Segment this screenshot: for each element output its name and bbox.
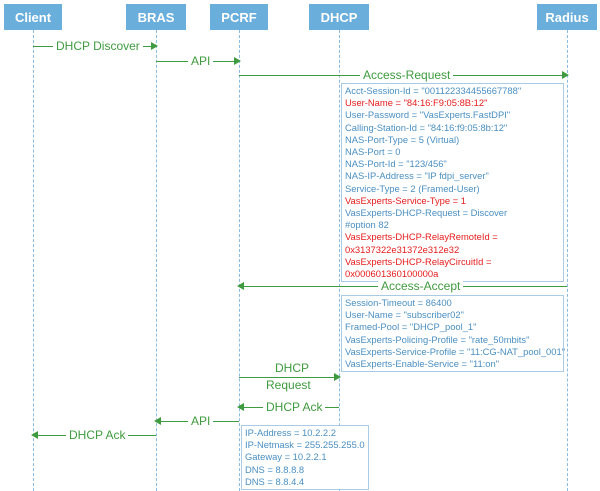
request-attr: NAS-Port-Type = 5 (Virtual) xyxy=(345,133,460,145)
lifeline-bras xyxy=(156,30,157,491)
accept-attr: VasExperts-Policing-Profile = "rate_50mb… xyxy=(345,333,530,345)
label-access-request: Access-Request xyxy=(360,68,454,82)
actor-bras: BRAS xyxy=(126,4,186,30)
accept-attr: User-Name = "subscriber02" xyxy=(345,309,464,321)
request-attr: NAS-IP-Address = "IP fdpi_server" xyxy=(345,170,489,182)
label-dhcp-discover: DHCP Discover xyxy=(53,39,143,53)
request-attr: User-Name = "84:16:F9:05:8B:12" xyxy=(345,97,488,109)
label-api-1: API xyxy=(188,54,214,68)
ack-detail: DNS = 8.8.8.8 xyxy=(245,463,305,475)
request-attr: 0x3137322e31372e312e32 xyxy=(345,243,460,255)
ack-detail: IP-Netmask = 255.255.255.0 xyxy=(245,439,365,451)
request-attr: Acct-Session-Id = "001122334455667788" xyxy=(345,85,522,96)
access-accept-attributes-box: Session-Timeout = 86400 User-Name = "sub… xyxy=(341,295,566,373)
actor-radius: Radius xyxy=(537,4,597,30)
lifeline-client xyxy=(33,30,34,491)
ack-detail: IP-Address = 10.2.2.2 xyxy=(245,427,336,438)
actor-dhcp: DHCP xyxy=(309,4,369,30)
accept-attr: VasExperts-Enable-Service = "11:on" xyxy=(345,358,500,370)
access-request-attributes-box: Acct-Session-Id = "001122334455667788"Us… xyxy=(341,83,564,283)
request-attr: User-Password = "VasExperts.FastDPI" xyxy=(345,109,511,121)
lifeline-dhcp xyxy=(339,30,340,491)
label-dhcp-request-line1: DHCP xyxy=(275,361,310,375)
accept-attr: Framed-Pool = "DHCP_pool_1" xyxy=(345,321,477,333)
request-attr: Service-Type = 2 (Framed-User) xyxy=(345,182,480,194)
request-attr: NAS-Port-Id = "123/456" xyxy=(345,158,447,170)
arrow-dhcp-request xyxy=(239,373,341,381)
label-dhcp-ack-2: DHCP Ack xyxy=(66,428,129,442)
accept-attr: Session-Timeout = 86400 xyxy=(345,297,452,308)
label-dhcp-request-line2: Request xyxy=(266,378,311,392)
ack-detail: DNS = 8.8.4.4 xyxy=(245,475,305,487)
request-attr: Calling-Station-Id = "84:16:f9:05:8b:12" xyxy=(345,121,508,133)
label-api-2: API xyxy=(188,414,214,428)
request-attr: NAS-Port = 0 xyxy=(345,146,401,158)
request-attr: VasExperts-DHCP-Request = Discover xyxy=(345,207,508,219)
accept-attr: VasExperts-Service-Profile = "11:CG-NAT_… xyxy=(345,345,566,357)
request-attr: VasExperts-DHCP-RelayRemoteId = xyxy=(345,231,498,243)
label-access-accept: Access-Accept xyxy=(378,279,464,293)
request-attr: VasExperts-DHCP-RelayCircuitId = xyxy=(345,255,492,267)
label-dhcp-ack-1: DHCP Ack xyxy=(263,400,326,414)
request-attr: VasExperts-Service-Type = 1 xyxy=(345,194,466,206)
dhcp-ack-details-box: IP-Address = 10.2.2.2 IP-Netmask = 255.2… xyxy=(241,425,369,491)
lifeline-pcrf xyxy=(239,30,240,491)
ack-detail: Gateway = 10.2.2.1 xyxy=(245,451,327,463)
actor-pcrf: PCRF xyxy=(210,4,268,30)
request-attr: 0x000601360100000a xyxy=(345,268,439,280)
actor-client: Client xyxy=(4,4,62,30)
lifeline-radius xyxy=(567,30,568,491)
request-attr: #option 82 xyxy=(345,219,389,231)
